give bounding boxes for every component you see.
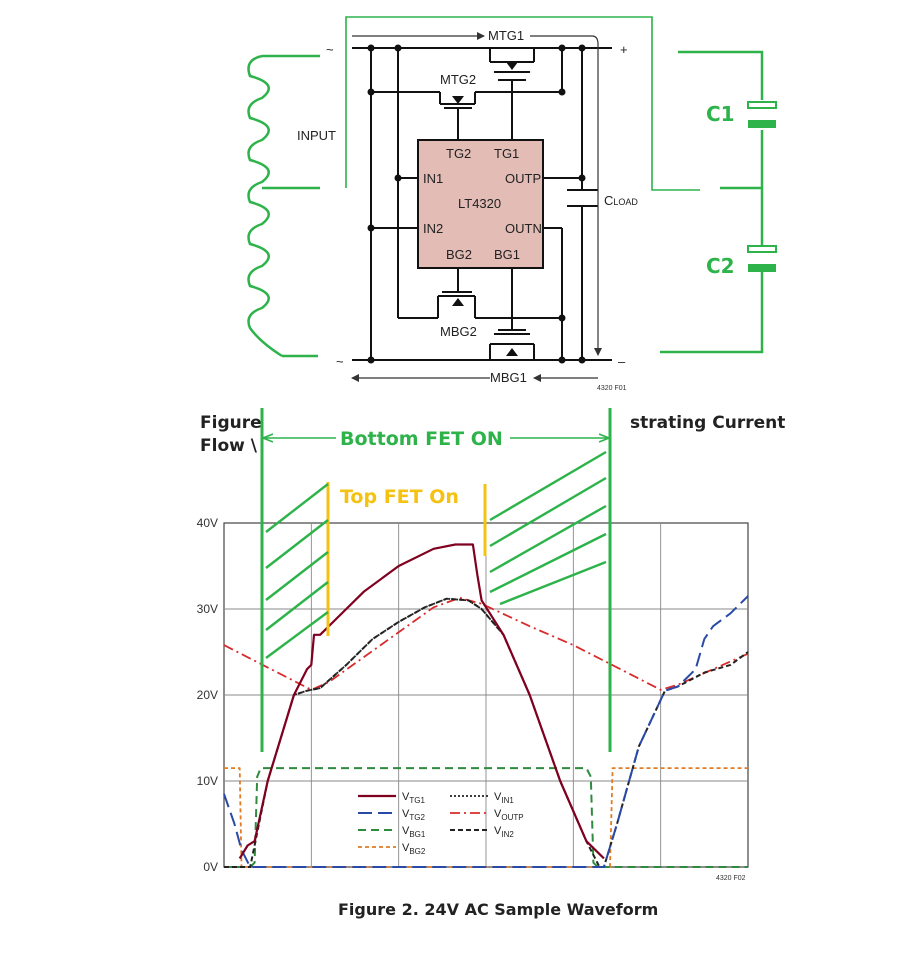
y-tick-label: 40V: [197, 516, 218, 530]
transformer-coil: [247, 54, 283, 358]
fig-header-left-line1: Figure: [200, 413, 262, 433]
y-tick-label: 30V: [197, 602, 218, 616]
pin-in1-label: IN1: [423, 171, 443, 186]
chart-series: [223, 543, 749, 868]
pin-tg1-label: TG1: [494, 146, 519, 161]
fet-arrows: [452, 62, 518, 356]
series-line-vtg1: [238, 543, 605, 860]
series-line-vbg2: [224, 767, 748, 868]
legend-label-voutp: VOUTP: [494, 808, 524, 822]
chart-grid: [223, 522, 749, 868]
junction-dots: [367, 44, 586, 364]
mbg1-label: MBG1: [490, 370, 527, 385]
cload-label: CLOAD: [604, 193, 638, 208]
pin-outp-label: OUTP: [505, 171, 541, 186]
ic-lt4320: [417, 139, 544, 269]
green-overlay: [247, 16, 764, 358]
fig-header-right: strating Current: [630, 413, 785, 433]
input-label: INPUT: [297, 128, 336, 143]
pin-bg1-label: BG1: [494, 247, 520, 262]
mbg2-label: MBG2: [440, 324, 477, 339]
ic-name-label: LT4320: [458, 196, 501, 211]
y-tick-label: 0V: [203, 860, 218, 874]
legend-label-vbg2: VBG2: [402, 842, 426, 856]
mtg2-label: MTG2: [440, 72, 476, 87]
series-line-vbg1: [224, 767, 748, 868]
schematic-fig-code: 4320 F01: [597, 385, 627, 392]
ac-bottom-symbol: ~: [336, 354, 344, 369]
legend-label-vtg2: VTG2: [402, 808, 425, 822]
legend-label-vtg1: VTG1: [402, 791, 425, 805]
capacitor-plates: [747, 101, 777, 272]
minus-terminal: –: [618, 354, 626, 369]
pin-in2-label: IN2: [423, 221, 443, 236]
schematic: [352, 47, 612, 361]
y-tick-label: 10V: [197, 774, 218, 788]
fig-header-left-line2: Flow \: [200, 436, 258, 456]
chart-y-ticks: 0V 10V 20V 30V 40V: [197, 516, 218, 874]
mtg1-label: MTG1: [488, 28, 524, 43]
c2-label: C2: [706, 254, 735, 278]
figure-caption: Figure 2. 24V AC Sample Waveform: [338, 900, 658, 919]
legend-label-vbg1: VBG1: [402, 825, 426, 839]
c1-label: C1: [706, 102, 735, 126]
chart-fig-code: 4320 F02: [716, 875, 746, 882]
pin-outn-label: OUTN: [505, 221, 542, 236]
pin-tg2-label: TG2: [446, 146, 471, 161]
pin-bg2-label: BG2: [446, 247, 472, 262]
legend-label-vin2: VIN2: [494, 825, 514, 839]
y-tick-label: 20V: [197, 688, 218, 702]
bottom-fet-on-label: Bottom FET ON: [340, 428, 503, 450]
plus-terminal: +: [620, 42, 628, 57]
top-fet-on-label: Top FET On: [340, 486, 459, 508]
ac-top-symbol: ~: [326, 42, 334, 57]
ic-pin-labels: TG2 TG1 IN1 OUTP LT4320 IN2 OUTN BG2 BG1: [423, 146, 542, 262]
legend-label-vin1: VIN1: [494, 791, 514, 805]
current-arrows: [351, 32, 602, 382]
series-line-voutp: [223, 596, 749, 691]
annotation-overlay: [260, 408, 612, 752]
series-line-vin1: [238, 597, 605, 860]
